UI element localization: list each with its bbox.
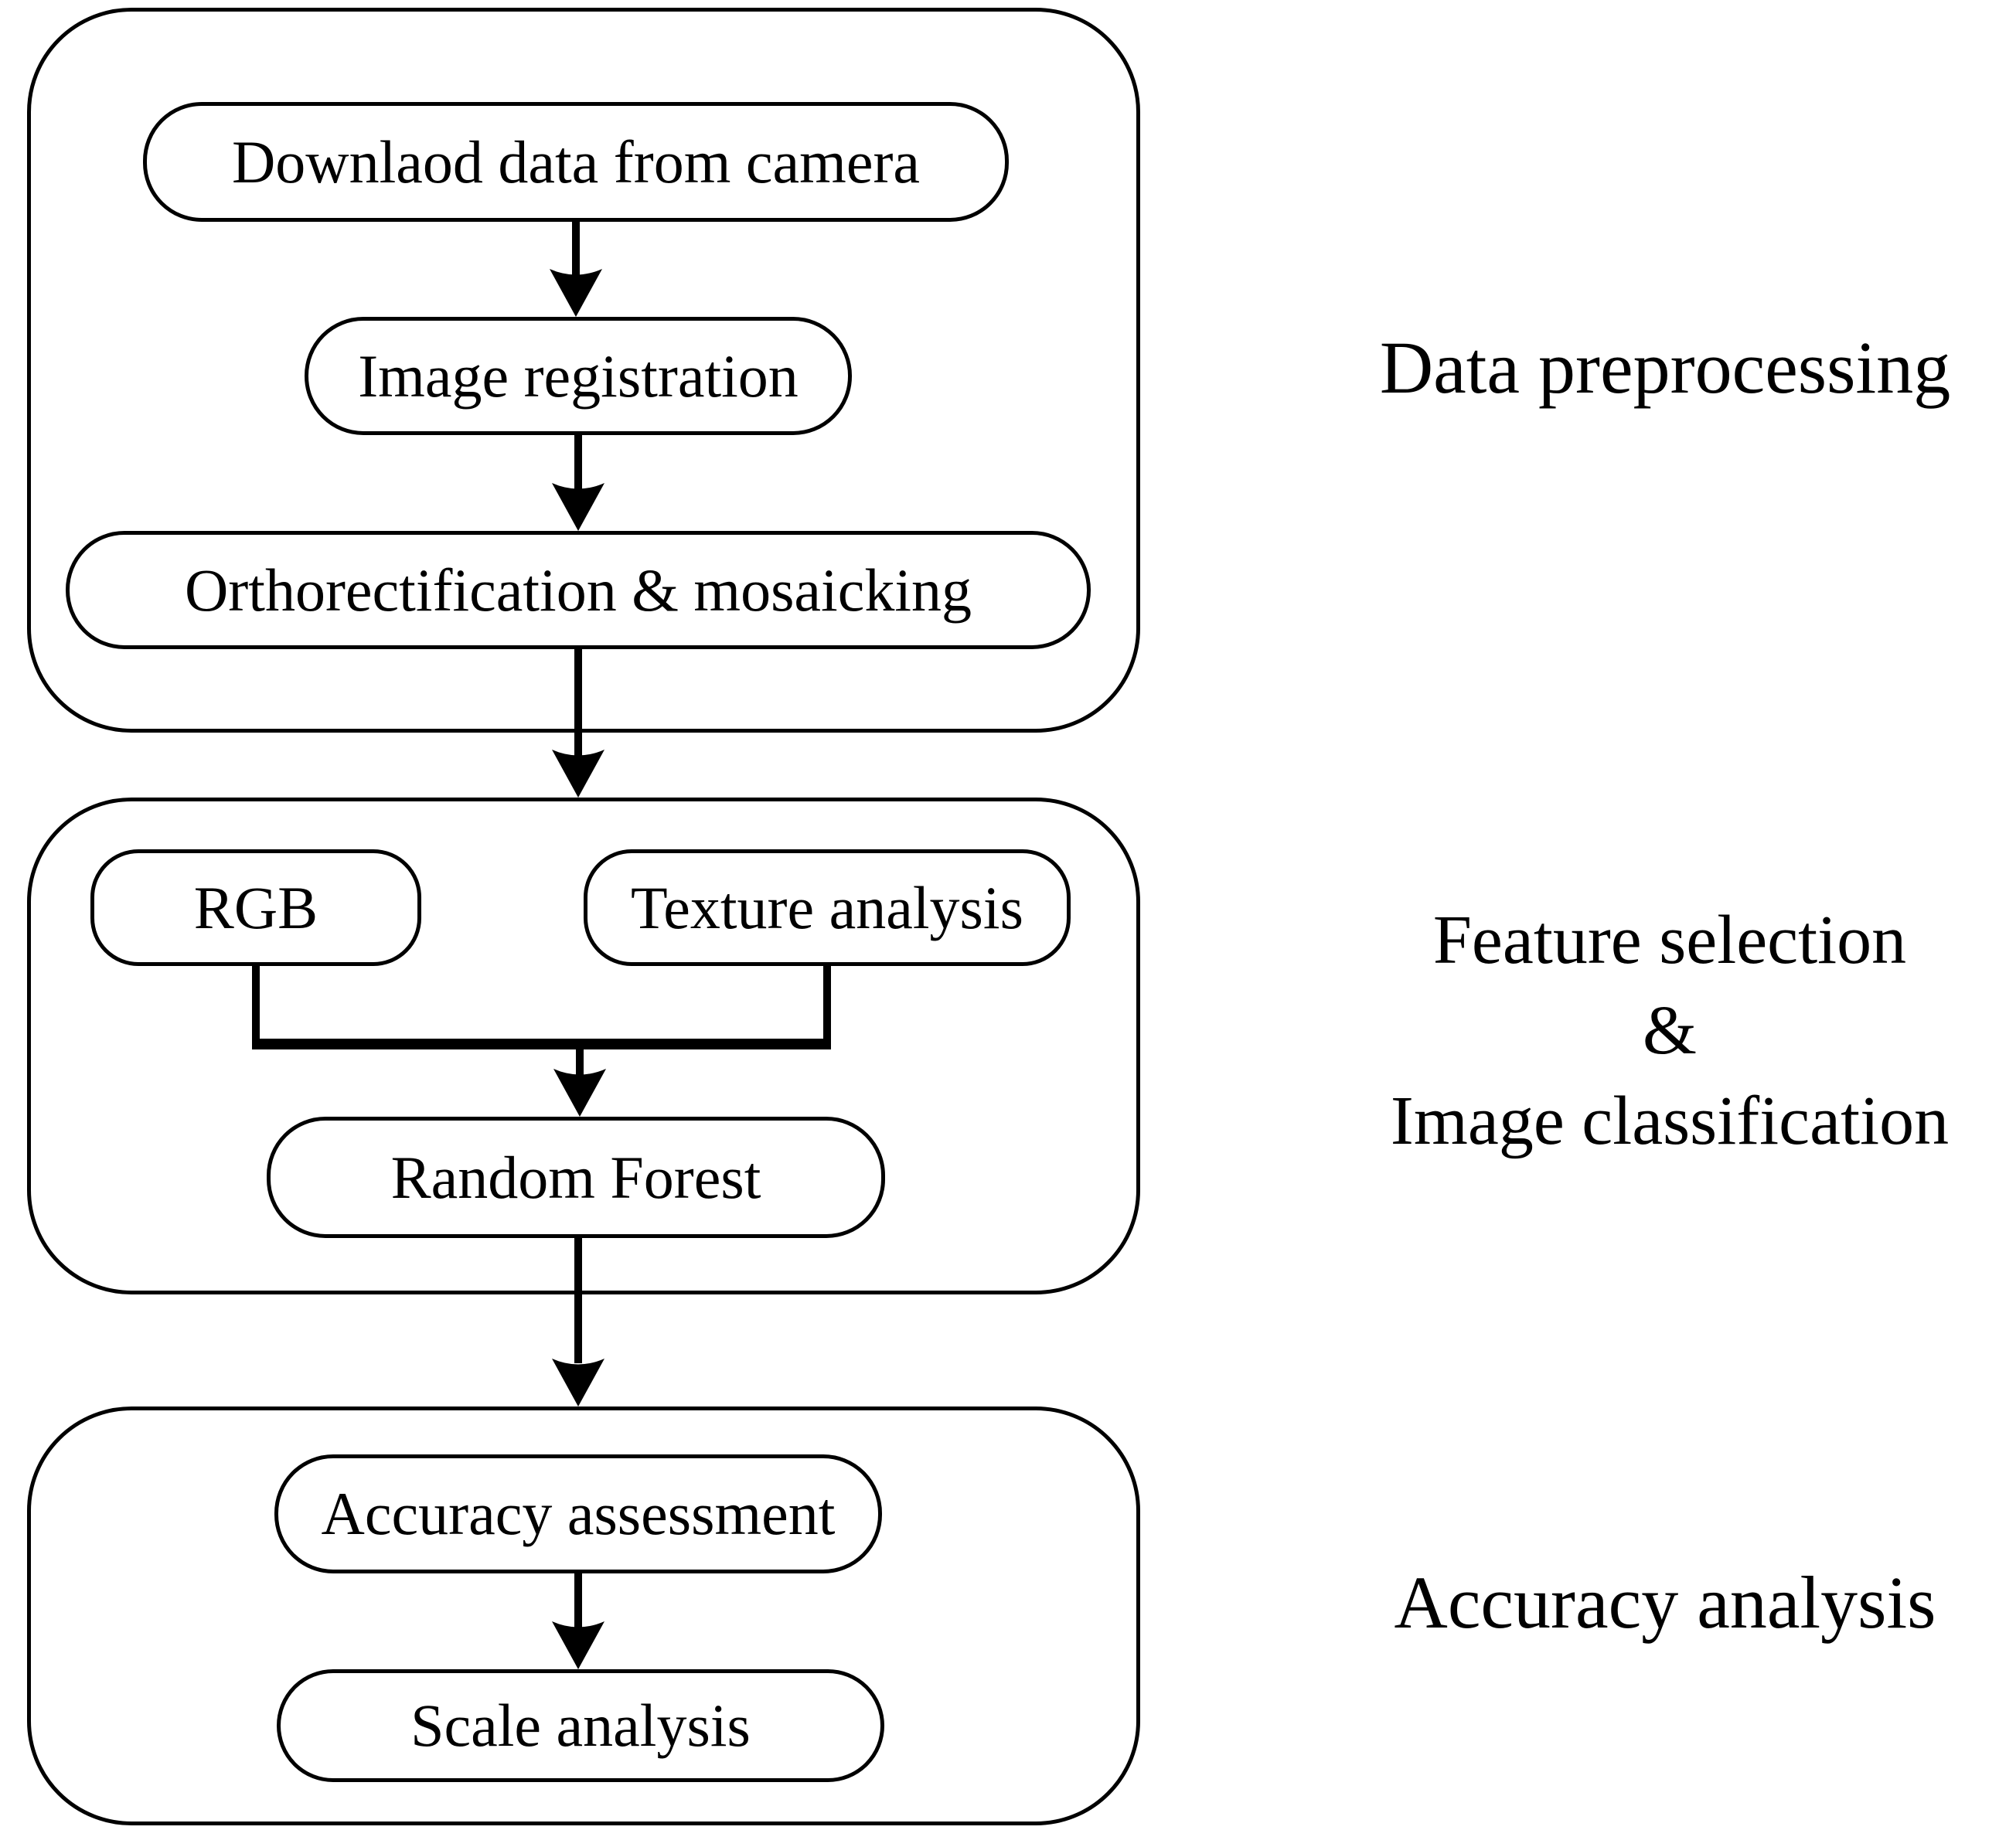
node-accuracy-assessment-label: Accuracy assessment <box>321 1480 836 1547</box>
node-accuracy-assessment: Accuracy assessment <box>274 1454 882 1573</box>
node-download-data: Downlaod data from camera <box>143 102 1009 222</box>
arrow-registration-to-ortho-head <box>552 483 604 531</box>
stage-container-accuracy-analysis <box>27 1407 1140 1825</box>
stage-container-data-preprocessing <box>27 8 1140 733</box>
node-download-data-label: Downlaod data from camera <box>231 128 921 196</box>
arrow-ortho-to-stage2-head <box>552 750 604 798</box>
stage-container-feature-selection-classification <box>27 798 1140 1294</box>
node-orthorectification-mosaicking-label: Orthorectification & mosaicking <box>184 556 972 624</box>
stage-label-data-preprocessing: Data preprocessing <box>1379 326 1951 409</box>
stage-label-feature-selection-line1: Feature selection <box>1432 902 1907 978</box>
node-image-registration-label: Image registration <box>358 342 799 410</box>
node-scale-analysis: Scale analysis <box>277 1669 884 1782</box>
node-random-forest: Random Forest <box>267 1117 885 1238</box>
arrow-merge-to-random-forest-head <box>553 1069 606 1117</box>
node-random-forest-label: Random Forest <box>390 1143 761 1211</box>
stage-label-accuracy-analysis: Accuracy analysis <box>1394 1561 1936 1644</box>
stage-label-feature-selection-classification: Feature selection & Image classification <box>1322 895 2016 1166</box>
arrow-download-to-registration-head <box>550 269 602 317</box>
node-texture-analysis-label: Texture analysis <box>631 873 1023 941</box>
arrow-random-forest-to-stage3-head <box>552 1359 604 1407</box>
node-orthorectification-mosaicking: Orthorectification & mosaicking <box>66 531 1091 649</box>
node-rgb: RGB <box>90 849 421 966</box>
node-image-registration: Image registration <box>305 317 852 435</box>
node-texture-analysis: Texture analysis <box>584 849 1071 966</box>
stage-label-feature-selection-line2: & <box>1642 992 1697 1069</box>
node-rgb-label: RGB <box>193 873 318 941</box>
node-scale-analysis-label: Scale analysis <box>410 1692 751 1759</box>
stage-label-feature-selection-line3: Image classification <box>1390 1083 1950 1159</box>
arrow-accuracy-to-scale-head <box>552 1621 604 1669</box>
